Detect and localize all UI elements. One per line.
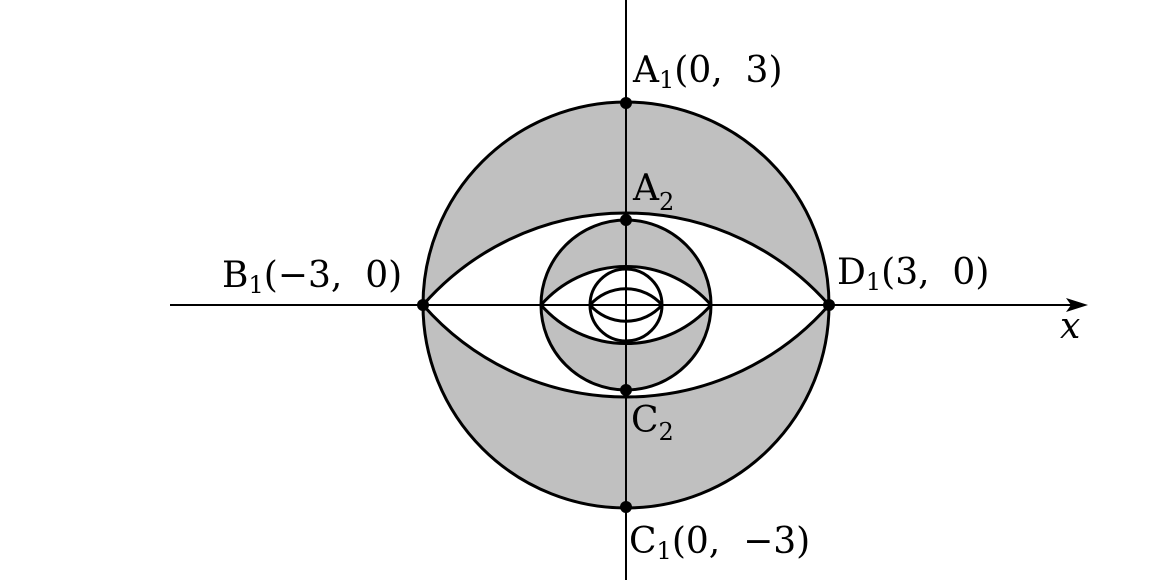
label-a2: A2 [632,168,674,216]
point-a1-dot [620,97,632,109]
point-c2-dot [620,384,632,396]
points [417,97,835,513]
x-axis-label: x [1060,306,1080,347]
point-c1-dot [620,501,632,513]
point-d1-dot [823,299,835,311]
label-b1: B1(−3, 0) [222,255,402,299]
inner-shaded-ring [541,220,711,390]
label-c2: C2 [631,400,674,446]
point-a2-dot [620,214,632,226]
shaded-regions [422,101,830,509]
point-b1-dot [417,299,429,311]
label-d1: D1(3, 0) [837,252,989,296]
x-axis-arrowhead [1066,298,1088,312]
innermost-lens [587,287,665,323]
label-a1: A1(0, 3) [632,50,783,94]
inner-lens [539,264,713,346]
outer-shaded-ring [422,101,830,509]
label-c1: C1(0, −3) [629,521,810,565]
